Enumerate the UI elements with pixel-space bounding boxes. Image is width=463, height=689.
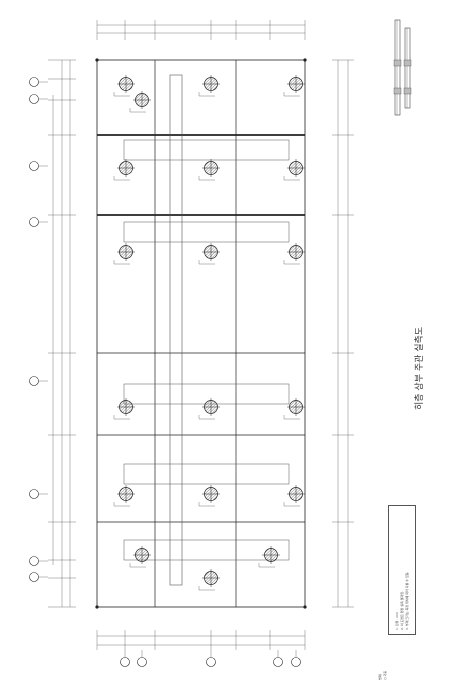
- column-dimension: [113, 415, 130, 420]
- column-dimension: [129, 108, 146, 113]
- plan-outline: [96, 59, 306, 608]
- column-dimension: [258, 563, 275, 568]
- beam-frame: [123, 383, 290, 405]
- grid-axis-bubble: [29, 376, 39, 386]
- column-dimension: [198, 92, 215, 97]
- notes-text: 1. 단위 : mm 2. 이 도면은 현장 실측 결과임. 3. 부재 크기는…: [395, 572, 410, 630]
- grid-axis-bubble: [137, 657, 147, 667]
- column-dimension: [283, 502, 300, 507]
- column-dimension: [198, 176, 215, 181]
- beam-frame: [123, 221, 290, 243]
- corner-marker: [95, 58, 99, 62]
- column-dimension: [283, 176, 300, 181]
- column-dimension: [198, 586, 215, 591]
- grid-axis-bubble: [29, 161, 39, 171]
- legend-text: 범례 ○ 기둥: [378, 671, 388, 680]
- column-dimension: [283, 92, 300, 97]
- grid-axis-bubble: [29, 556, 39, 566]
- column-dimension: [198, 415, 215, 420]
- column-dimension: [113, 92, 130, 97]
- grid-axis-bubble: [273, 657, 283, 667]
- legend-line-2: ○ 기둥: [383, 670, 387, 680]
- column-dimension: [113, 260, 130, 265]
- column-dimension: [198, 502, 215, 507]
- corner-marker: [303, 605, 307, 609]
- section-detail-block: [393, 59, 402, 67]
- corner-marker: [95, 605, 99, 609]
- notes-box: 1. 단위 : mm 2. 이 도면은 현장 실측 결과임. 3. 부재 크기는…: [388, 505, 416, 635]
- section-detail-block: [393, 87, 402, 95]
- grid-axis-bubble: [120, 657, 130, 667]
- column-dimension: [283, 415, 300, 420]
- grid-axis-bubble: [206, 657, 216, 667]
- beam-frame: [169, 74, 183, 586]
- section-detail: [404, 27, 411, 109]
- drawing-title: 히층 상부 주관 실측도: [415, 326, 425, 410]
- beam-frame: [123, 139, 290, 161]
- grid-axis-bubble: [291, 657, 301, 667]
- grid-axis-bubble: [29, 217, 39, 227]
- column-dimension: [198, 260, 215, 265]
- corner-marker: [303, 58, 307, 62]
- section-detail: [394, 19, 401, 116]
- column-dimension: [113, 176, 130, 181]
- section-detail-block: [403, 59, 412, 67]
- column-dimension: [113, 502, 130, 507]
- grid-axis-bubble: [29, 489, 39, 499]
- column-dimension: [129, 563, 146, 568]
- beam-frame: [123, 539, 290, 561]
- beam-frame: [123, 463, 290, 485]
- note-line-3: 3. 부재 크기는 측정 위치에 따라 다를 수 있음.: [405, 571, 409, 630]
- column-dimension: [283, 260, 300, 265]
- grid-axis-bubble: [29, 94, 39, 104]
- section-detail-block: [403, 87, 412, 95]
- grid-axis-bubble: [29, 572, 39, 582]
- grid-axis-bubble: [29, 77, 39, 87]
